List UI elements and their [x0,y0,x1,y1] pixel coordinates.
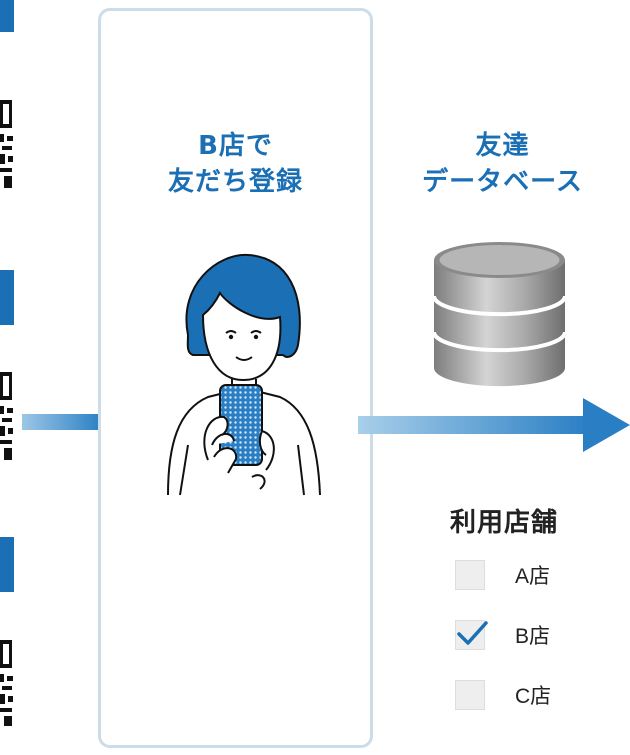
left-blue-bar-2 [0,270,14,325]
store-item-b[interactable]: B店 [455,618,550,652]
panel-title-line-2: 友だち登録 [167,167,303,197]
store-list-heading: 利用店舗 [450,508,559,538]
database-title-line-2: データベース [422,167,583,197]
checkbox-c[interactable] [455,680,485,710]
left-blue-bar-1 [0,0,14,32]
checkbox-a[interactable] [455,560,485,590]
store-label-c: C店 [515,685,552,708]
person-with-phone-illustration [167,253,321,496]
checkmark-icon [457,621,488,645]
database-icon [432,242,567,387]
store-label-a: A店 [515,565,551,588]
store-item-c[interactable]: C店 [455,678,551,712]
store-item-a[interactable]: A店 [455,558,550,592]
database-title-line-1: 友達 [475,131,530,161]
qr-code-fragment-1 [0,100,13,188]
database-title: 友達 データベース [390,128,615,200]
checkbox-b[interactable] [455,620,488,650]
qr-code-fragment-2 [0,372,13,460]
qr-code-fragment-3 [0,640,13,726]
left-blue-bar-3 [0,537,14,592]
store-label-b: B店 [515,625,551,648]
outgoing-arrow [358,398,630,452]
panel-title-line-1: B店で [198,131,273,161]
panel-title: B店で 友だち登録 [98,128,373,200]
